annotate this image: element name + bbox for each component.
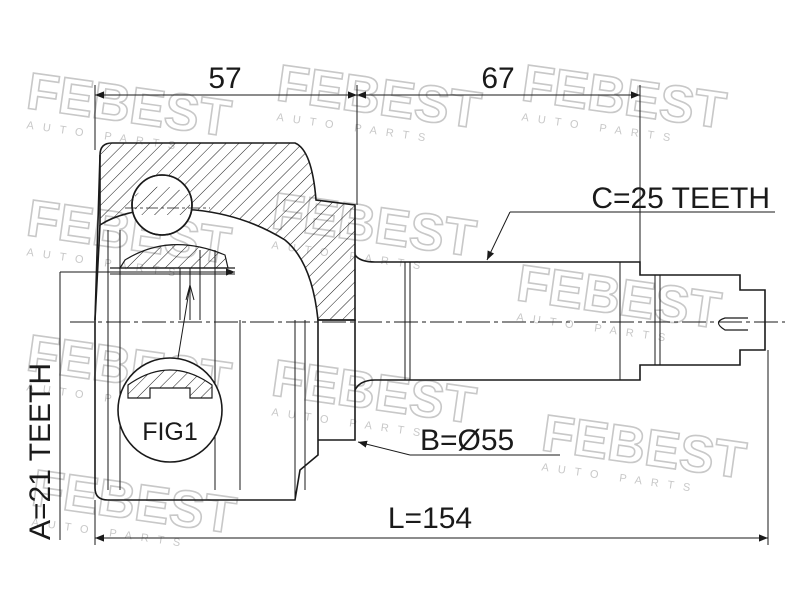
callout-spline-a: A=21 TEETH — [24, 268, 235, 540]
watermark-3: FEBEST AUTO PARTS — [518, 54, 731, 146]
watermark-2: FEBEST AUTO PARTS — [273, 54, 486, 146]
inner-race-hatched — [118, 244, 229, 269]
output-shaft — [354, 254, 766, 391]
housing-lower-outline — [94, 224, 356, 501]
ball-hatch — [135, 186, 190, 215]
inner-spline-lines — [110, 267, 235, 320]
housing-left-edge — [94, 154, 101, 321]
watermark-9: FEBEST AUTO PARTS — [28, 459, 241, 551]
dim-57-label: 57 — [208, 62, 241, 95]
dimension-57: 57 — [94, 62, 358, 205]
spline-a-label: A=21 TEETH — [24, 363, 57, 540]
inner-bore-lines — [107, 230, 306, 500]
dim-67-label: 67 — [481, 62, 514, 95]
ball-outline — [131, 174, 193, 236]
watermark-group: FEBEST AUTO PARTS FEBEST AUTO PARTS FEBE… — [23, 54, 751, 551]
fig1-label: FIG1 — [142, 418, 198, 446]
callout-diameter-b: B=Ø55 — [357, 424, 560, 457]
dimension-total-length: L=154 — [94, 350, 769, 545]
diameter-b-label: B=Ø55 — [420, 424, 514, 457]
fig1-detail: FIG1 — [117, 283, 223, 463]
spline-c-label: C=25 TEETH — [591, 182, 770, 215]
total-length-label: L=154 — [388, 502, 472, 535]
watermark-6: FEBEST AUTO PARTS — [513, 254, 726, 346]
callout-spline-c: C=25 TEETH — [486, 182, 775, 261]
dimension-67: 67 — [357, 62, 641, 262]
watermark-10: FEBEST AUTO PARTS — [538, 404, 751, 496]
